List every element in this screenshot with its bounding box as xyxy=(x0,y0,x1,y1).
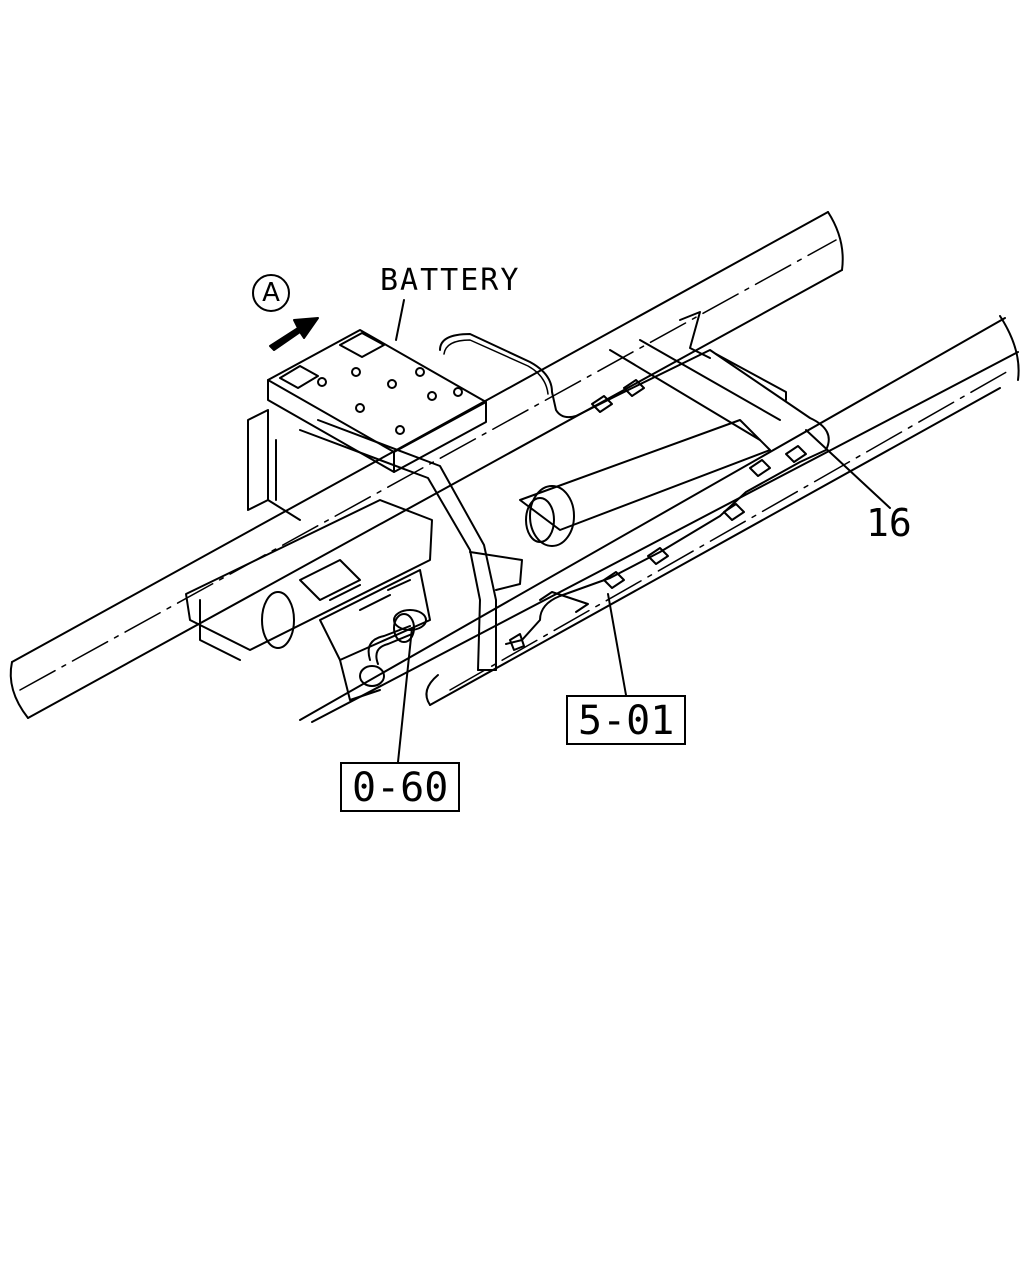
wiring-harness xyxy=(439,311,830,651)
ref-box-5-01[interactable]: 5-01 xyxy=(566,695,687,745)
engine-block xyxy=(185,499,433,701)
view-a-marker: A xyxy=(252,274,290,312)
transmission-assembly xyxy=(519,339,781,547)
ref-box-0-60[interactable]: 0-60 xyxy=(340,762,461,812)
view-arrow xyxy=(269,317,319,351)
battery-carrier xyxy=(247,329,487,521)
frame-bracket xyxy=(299,419,523,671)
starter-connector xyxy=(367,609,427,665)
callout-16-label: 16 xyxy=(866,501,912,545)
leader-lines xyxy=(395,299,891,763)
right-frame-rail xyxy=(425,315,1020,706)
battery-label: BATTERY xyxy=(380,263,521,298)
